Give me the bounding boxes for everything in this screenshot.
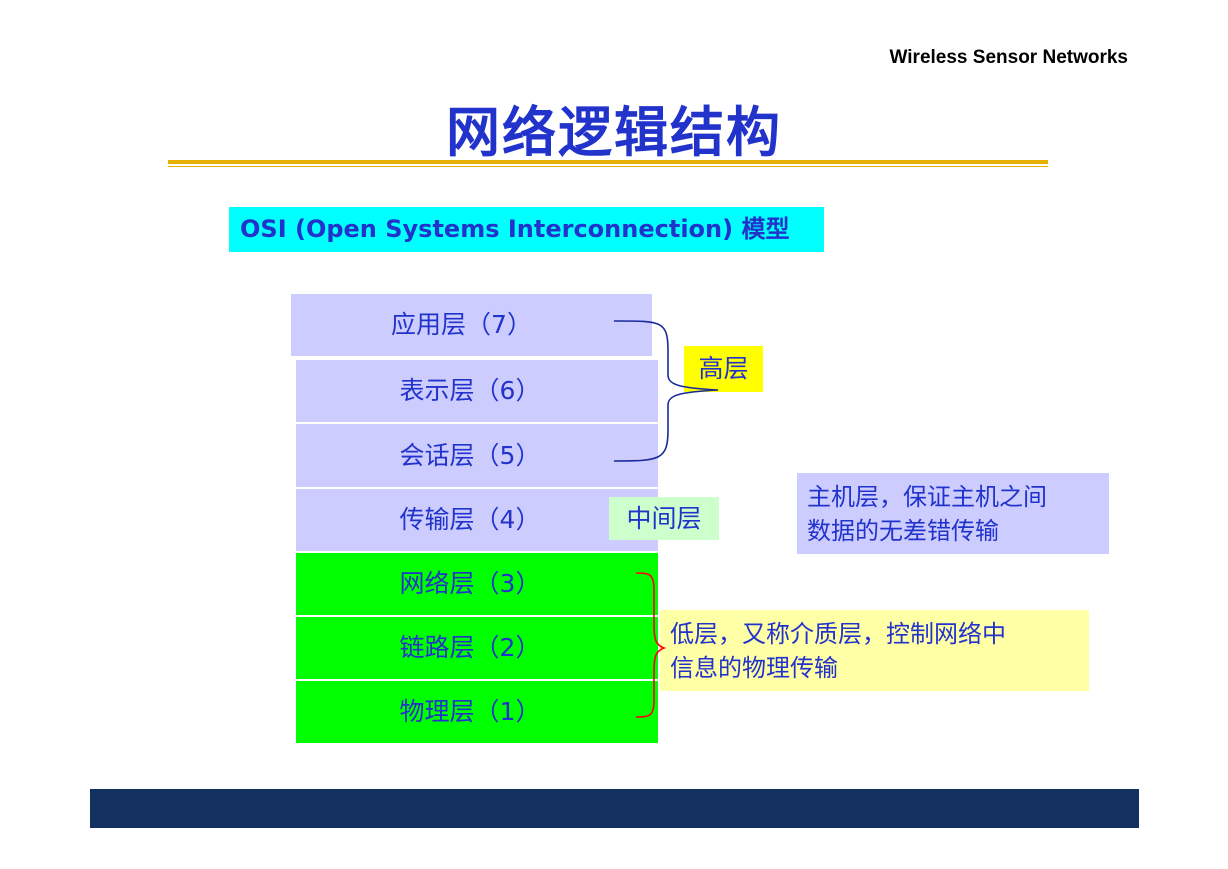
host-note-line-2: 数据的无差错传输 bbox=[807, 517, 999, 545]
slide-title: 网络逻辑结构 bbox=[446, 101, 782, 164]
layer-data-link: 链路层（2） bbox=[296, 617, 658, 679]
low-note-line-2: 信息的物理传输 bbox=[670, 654, 838, 682]
header-text: Wireless Sensor Networks bbox=[889, 47, 1128, 68]
host-layer-note: 主机层，保证主机之间 数据的无差错传输 bbox=[797, 473, 1109, 554]
layer-presentation: 表示层（6） bbox=[296, 360, 658, 422]
middle-layer-tag: 中间层 bbox=[609, 497, 719, 540]
high-layer-tag: 高层 bbox=[684, 346, 763, 392]
layer-session: 会话层（5） bbox=[296, 424, 658, 487]
footer-bar bbox=[90, 789, 1139, 828]
layer-application: 应用层（7） bbox=[291, 294, 652, 356]
layer-physical: 物理层（1） bbox=[296, 681, 658, 743]
host-note-line-1: 主机层，保证主机之间 bbox=[807, 483, 1047, 511]
title-underline-thick bbox=[168, 160, 1048, 164]
osi-model-subtitle: OSI (Open Systems Interconnection) 模型 bbox=[229, 207, 824, 252]
layer-network: 网络层（3） bbox=[296, 553, 658, 615]
low-note-line-1: 低层，又称介质层，控制网络中 bbox=[670, 620, 1006, 648]
layer-transport: 传输层（4） bbox=[296, 489, 658, 551]
title-underline-thin bbox=[168, 166, 1048, 167]
low-layer-note: 低层，又称介质层，控制网络中 信息的物理传输 bbox=[660, 610, 1089, 691]
